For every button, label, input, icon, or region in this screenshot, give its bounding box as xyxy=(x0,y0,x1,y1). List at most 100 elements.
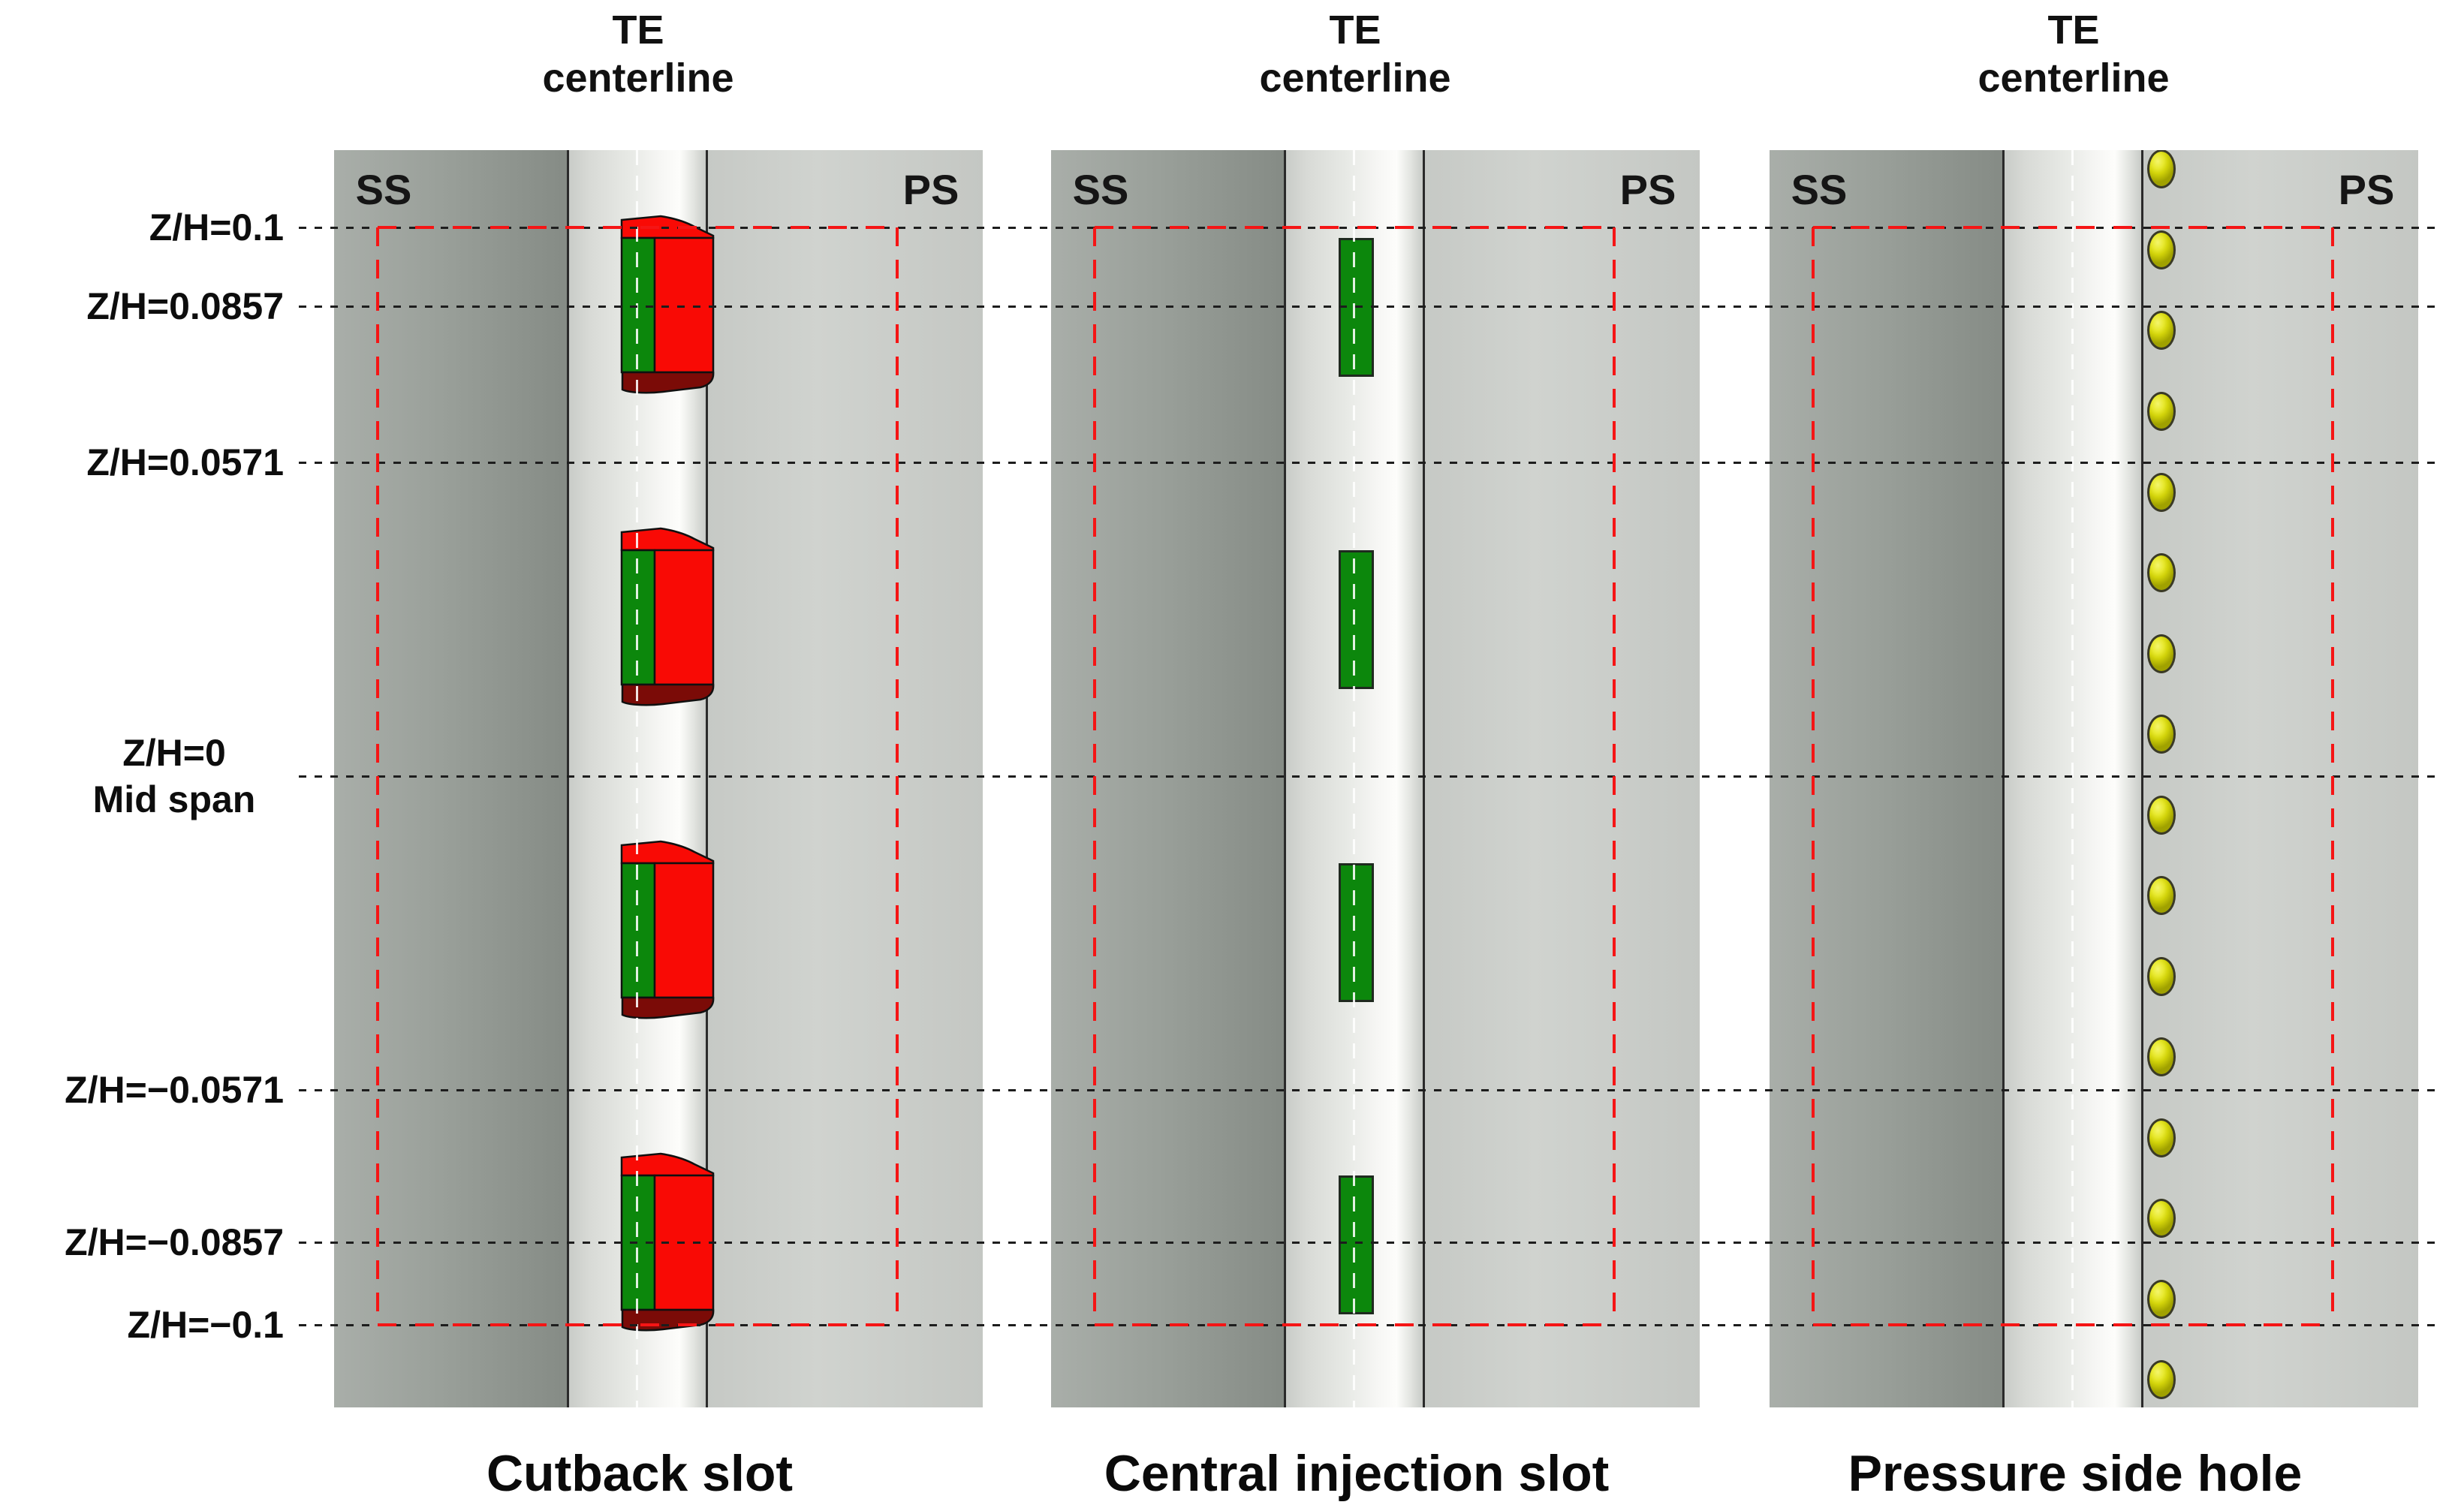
te-edge-line xyxy=(1423,150,1425,1407)
suction-side-surface xyxy=(334,150,569,1407)
ps-label: PS xyxy=(2338,166,2395,213)
roi-top-border xyxy=(378,226,897,229)
zh-label-line: Z/H=0 xyxy=(122,732,226,774)
cutback-slot-floor xyxy=(620,549,656,686)
cutback-top-face xyxy=(620,1152,715,1177)
zh-gridline xyxy=(299,1089,2443,1091)
te-edge-line xyxy=(2002,150,2005,1407)
title-centerline: centerline xyxy=(1978,56,2170,101)
pressure-side-hole xyxy=(2147,1280,2176,1319)
pressure-side-surface xyxy=(1424,150,1700,1407)
zh-gridline xyxy=(299,462,2443,464)
zh-label-line: Z/H=−0.0857 xyxy=(65,1221,284,1263)
zh-label-line: Z/H=−0.1 xyxy=(127,1304,284,1346)
panel-caption: Central injection slot xyxy=(1104,1445,1610,1502)
cutback-slot-floor xyxy=(620,236,656,374)
roi-right-border xyxy=(2331,227,2334,1325)
central-injection-slot xyxy=(1339,863,1374,1002)
cutback-slot xyxy=(620,527,721,707)
pressure-side-hole xyxy=(2147,1037,2176,1076)
pressure-side-hole xyxy=(2147,715,2176,754)
zh-label-line: Z/H=−0.0571 xyxy=(65,1069,284,1111)
central-injection-slot xyxy=(1339,1175,1374,1314)
central-injection-slot xyxy=(1339,550,1374,689)
zh-label-line: Mid span xyxy=(92,778,256,820)
roi-bottom-border xyxy=(1813,1323,2333,1326)
ss-label: SS xyxy=(1072,166,1129,213)
title-te: TE xyxy=(1329,8,1381,53)
te-centerline-band xyxy=(2005,150,2143,1407)
ss-label: SS xyxy=(1791,166,1848,213)
pressure-side-surface xyxy=(2143,150,2418,1407)
cutback-top-face xyxy=(620,527,715,552)
cutback-bottom-lip xyxy=(621,371,715,394)
pressure-side-hole xyxy=(2147,876,2176,915)
zh-label: Z/H=−0.0571 xyxy=(0,1067,284,1112)
panel-central-injection-slot: TE centerline SS PS Central injection slo… xyxy=(1051,0,1700,1511)
pressure-side-hole xyxy=(2147,150,2176,188)
cutback-front-face xyxy=(653,862,715,999)
zh-label-line: Z/H=0.0571 xyxy=(86,441,284,483)
ps-label: PS xyxy=(902,166,959,213)
roi-bottom-border xyxy=(1095,1323,1614,1326)
pressure-side-hole xyxy=(2147,553,2176,592)
pressure-side-hole xyxy=(2147,957,2176,996)
te-edge-line xyxy=(567,150,569,1407)
roi-right-border xyxy=(896,227,899,1325)
title-te: TE xyxy=(2047,8,2100,53)
zh-gridline xyxy=(299,1242,2443,1244)
pressure-side-hole xyxy=(2147,1199,2176,1238)
ps-label: PS xyxy=(1619,166,1676,213)
roi-left-border xyxy=(376,227,379,1325)
panel-pressure-side-hole: TE centerline SS PS Pressure side hole xyxy=(1770,0,2418,1511)
roi-left-border xyxy=(1812,227,1815,1325)
zh-label: Z/H=−0.0857 xyxy=(0,1220,284,1265)
te-edge-line xyxy=(1284,150,1286,1407)
pressure-side-hole xyxy=(2147,230,2176,269)
pressure-side-hole xyxy=(2147,634,2176,673)
title-centerline: centerline xyxy=(542,56,734,101)
ss-label: SS xyxy=(355,166,412,213)
pressure-side-hole xyxy=(2147,473,2176,512)
title-centerline: centerline xyxy=(1259,56,1451,101)
suction-side-surface xyxy=(1770,150,2005,1407)
te-centerline-dashed-line xyxy=(636,150,638,1407)
blade-te-surface: SS PS xyxy=(334,150,983,1407)
pressure-side-surface xyxy=(707,150,983,1407)
te-centerline-dashed-line xyxy=(2071,150,2074,1407)
roi-right-border xyxy=(1613,227,1616,1325)
te-centerline-dashed-line xyxy=(1353,150,1355,1407)
cutback-slot-floor xyxy=(620,862,656,999)
pressure-side-hole xyxy=(2147,1118,2176,1157)
pressure-side-hole xyxy=(2147,1360,2176,1399)
roi-bottom-border xyxy=(378,1323,897,1326)
cutback-bottom-lip xyxy=(621,683,715,706)
suction-side-surface xyxy=(1051,150,1286,1407)
blade-te-surface: SS PS xyxy=(1051,150,1700,1407)
blade-te-surface: SS PS xyxy=(1770,150,2418,1407)
pressure-side-hole xyxy=(2147,392,2176,431)
roi-top-border xyxy=(1813,226,2333,229)
zh-gridline xyxy=(299,775,2443,778)
zh-label: Z/H=−0.1 xyxy=(0,1302,284,1347)
panel-caption: Cutback slot xyxy=(486,1445,794,1502)
roi-top-border xyxy=(1095,226,1614,229)
te-centerline-title: TE centerline xyxy=(1770,6,2378,102)
cutback-bottom-lip xyxy=(621,996,715,1019)
panel-caption: Pressure side hole xyxy=(1848,1445,2303,1502)
pressure-side-hole xyxy=(2147,311,2176,350)
zh-gridline xyxy=(299,306,2443,308)
te-edge-line xyxy=(2141,150,2143,1407)
cutback-slot xyxy=(620,840,721,1020)
zh-label: Z/H=0.0857 xyxy=(0,284,284,329)
roi-left-border xyxy=(1093,227,1096,1325)
pressure-side-hole xyxy=(2147,796,2176,835)
cutback-front-face xyxy=(653,549,715,686)
te-centerline-title: TE centerline xyxy=(334,6,942,102)
panel-cutback-slot: TE centerline SS PS Cutback slot xyxy=(334,0,983,1511)
title-te: TE xyxy=(612,8,664,53)
zh-label: Z/H=0.1 xyxy=(0,205,284,250)
te-edge-line xyxy=(706,150,708,1407)
zh-label-line: Z/H=0.1 xyxy=(149,206,284,248)
